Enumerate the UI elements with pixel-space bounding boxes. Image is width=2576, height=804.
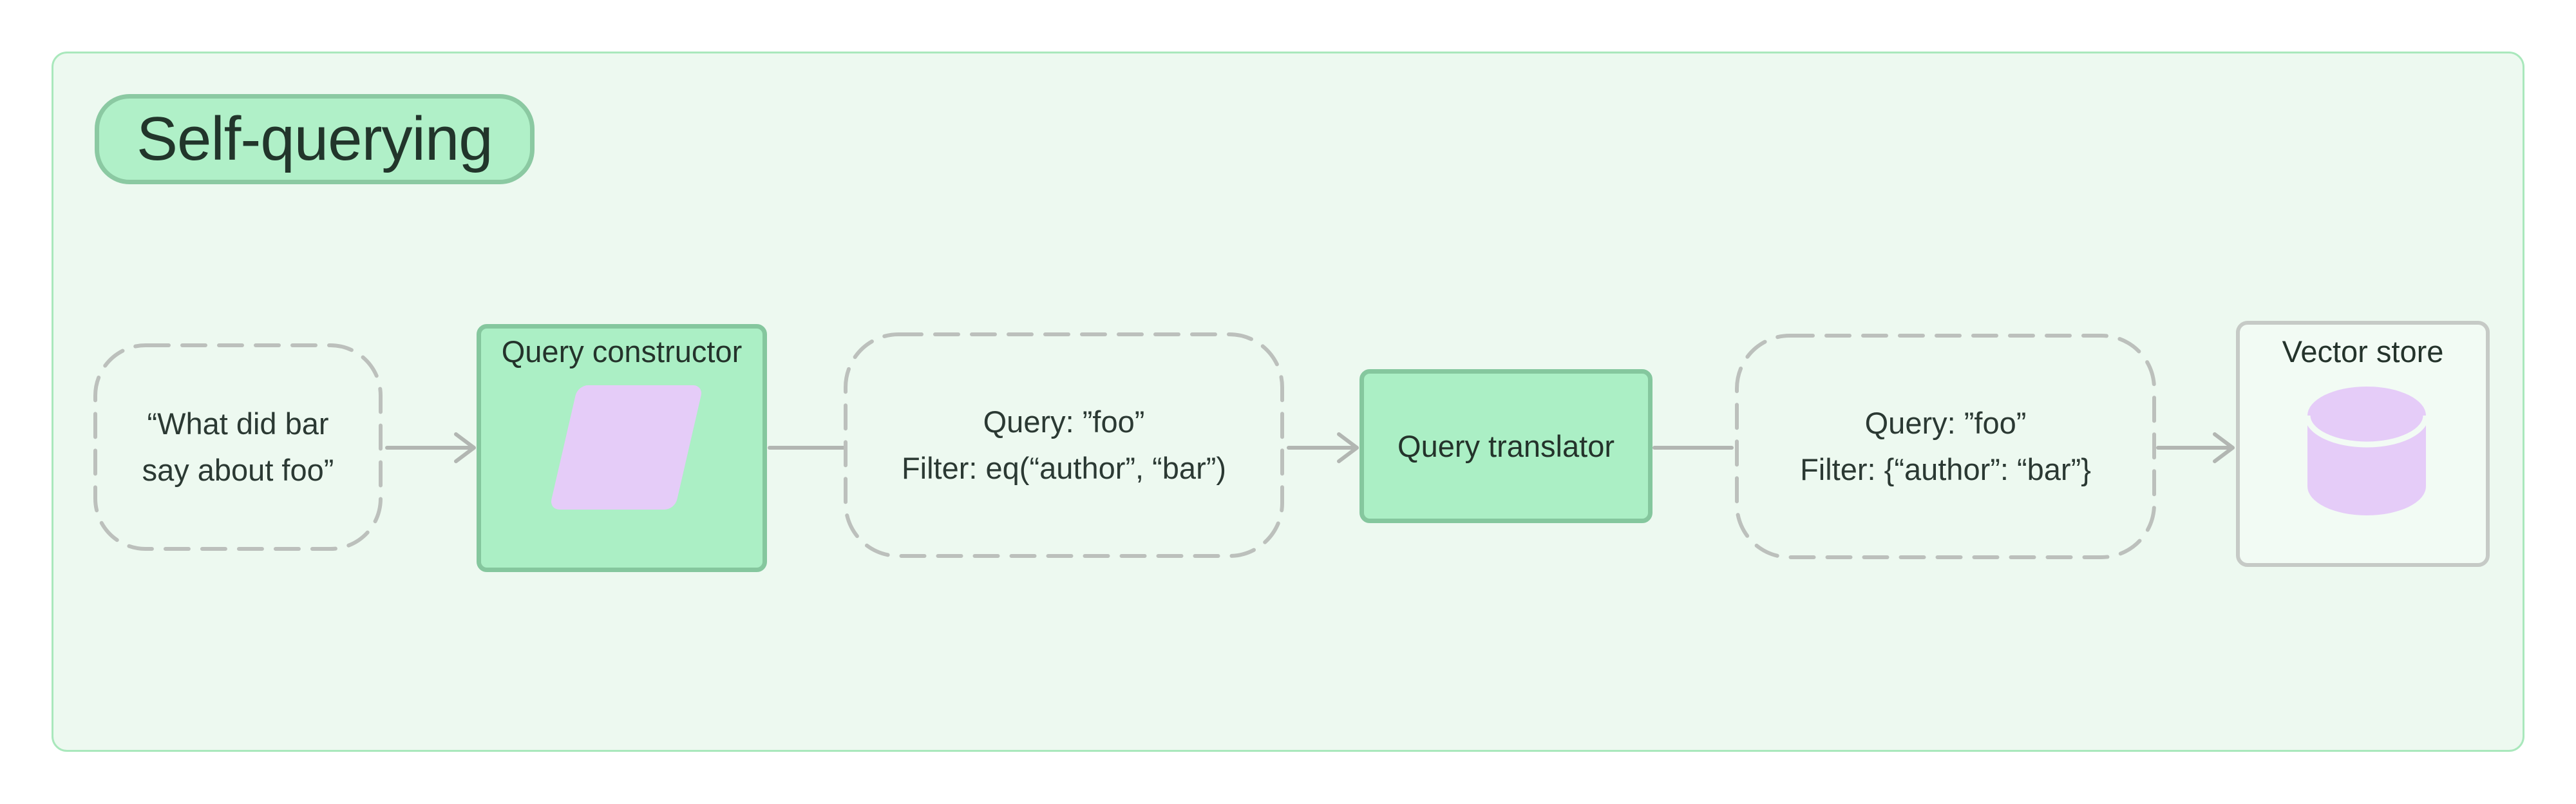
query-constructor-label: Query constructor [501,334,743,368]
title-badge: Self-querying [95,94,535,184]
user-query-line-1: “What did bar [147,407,329,441]
diagram-container: Self-querying [52,52,2524,752]
user-query-line-2: say about foo” [142,453,334,487]
structured-query-line-2: Filter: eq(“author”, “bar”) [901,451,1227,485]
query-translator-label: Query translator [1397,429,1615,463]
translated-query-line-2: Filter: {“author”: “bar”} [1800,452,2091,486]
translated-query-text: Query: ”foo” Filter: {“author”: “bar”} [1735,334,2156,559]
parallelogram-icon [549,385,704,510]
structured-query-line-1: Query: ”foo” [983,405,1145,439]
node-translated-query: Query: ”foo” Filter: {“author”: “bar”} [1735,334,2156,559]
node-user-query: “What did bar say about foo” [93,343,383,551]
database-icon [2307,387,2426,515]
dashed-border [844,332,1284,558]
arrow-structured-query-to-translator [1287,432,1359,463]
user-query-text: “What did bar say about foo” [93,343,383,551]
title-label: Self-querying [137,104,493,173]
node-vector-store: Vector store [2236,321,2490,567]
dashed-border [93,343,383,551]
arrow-user-query-to-constructor [385,432,476,463]
node-query-constructor: Query constructor [477,324,767,572]
structured-query-text: Query: ”foo” Filter: eq(“author”, “bar”) [844,332,1284,558]
flow-connectors [385,432,2235,463]
node-query-translator: Query translator [1359,369,1653,523]
translated-query-line-1: Query: ”foo” [1864,406,2027,440]
dashed-border [1735,334,2156,559]
arrow-translated-query-to-vector-store [2156,432,2235,463]
vector-store-label: Vector store [2282,334,2444,368]
node-structured-query: Query: ”foo” Filter: eq(“author”, “bar”) [844,332,1284,558]
